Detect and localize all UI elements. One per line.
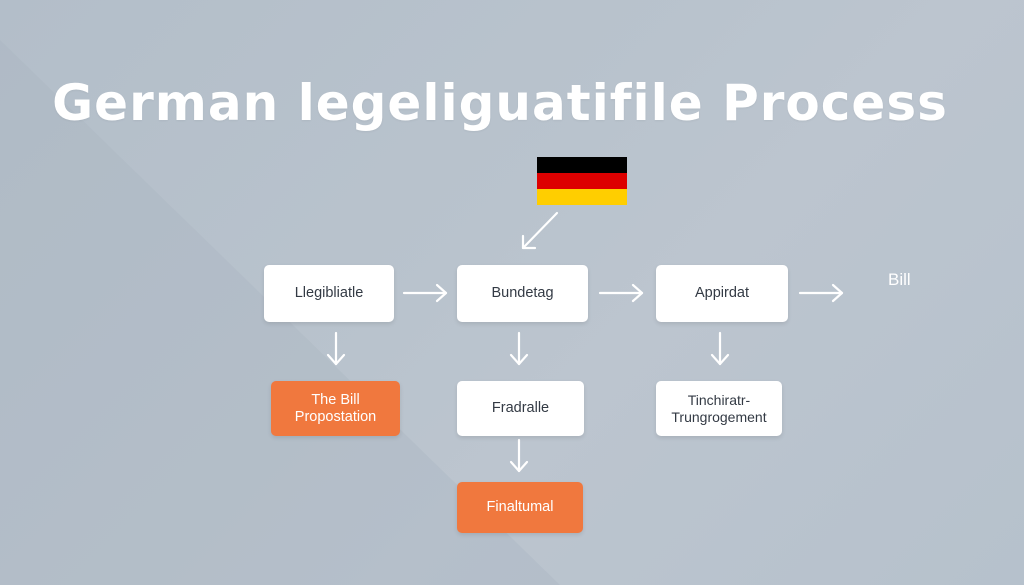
node-legibliatle-label: Llegibliatle <box>294 285 364 301</box>
page-title: German legeliguatifile Process <box>52 74 948 132</box>
node-tinchiratr-line1: Tinchiratr- <box>687 391 751 408</box>
german-flag-icon <box>537 157 627 205</box>
node-bill-propostation-line2: Propostation <box>294 408 377 425</box>
node-fradralle-label: Fradralle <box>491 400 550 416</box>
flag-stripe-gold <box>537 189 627 205</box>
arrow-bundetag-to-appirdat <box>598 283 644 303</box>
node-bundetag: Bundetag <box>457 265 588 322</box>
node-bundetag-label: Bundetag <box>491 285 554 301</box>
arrow-legibliatle-down <box>326 331 346 366</box>
node-tinchiratr-line2: Trungrogement <box>671 408 767 425</box>
node-appirdat-label: Appirdat <box>694 285 749 301</box>
node-tinchiratr: Tinchiratr- Trungrogement <box>656 381 782 436</box>
flag-stripe-red <box>537 173 627 189</box>
node-bill-propostation: The Bill Propostation <box>271 381 400 436</box>
arrow-flag-to-bundetag <box>521 211 559 250</box>
node-appirdat: Appirdat <box>656 265 788 322</box>
node-fradralle: Fradralle <box>457 381 584 436</box>
arrow-bundetag-down <box>509 331 529 366</box>
arrow-fradralle-down <box>509 438 529 473</box>
node-finaltumal: Finaltumal <box>457 482 583 533</box>
arrow-appirdat-down <box>710 331 730 366</box>
arrow-legibliatle-to-bundetag <box>402 283 448 303</box>
node-bill-label: Bill <box>888 270 911 289</box>
node-bill-propostation-line1: The Bill <box>311 391 360 408</box>
flag-stripe-black <box>537 157 627 173</box>
node-legibliatle: Llegibliatle <box>264 265 394 322</box>
node-finaltumal-label: Finaltumal <box>486 499 554 515</box>
arrow-appirdat-to-bill <box>798 283 844 303</box>
